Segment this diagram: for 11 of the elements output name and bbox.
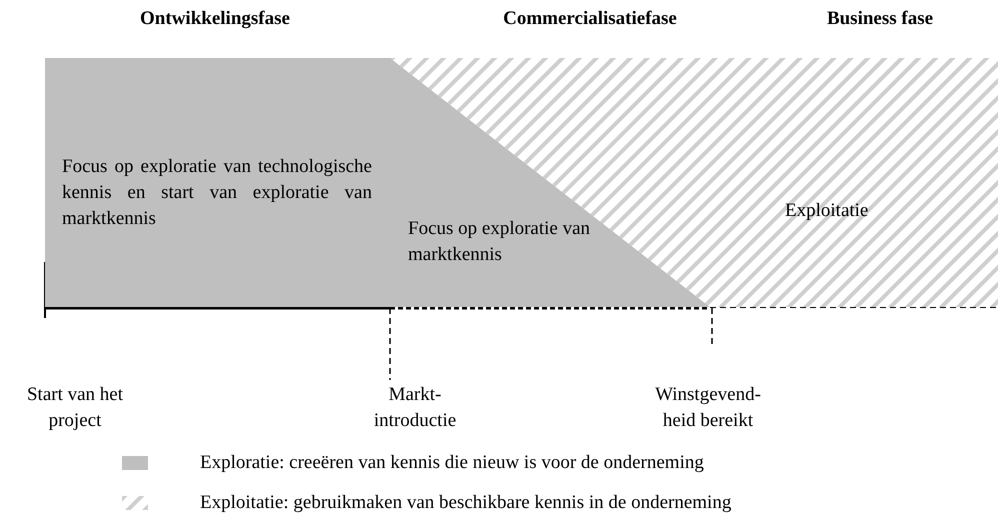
area-text: Focus op exploratie van marktkennis — [408, 217, 592, 267]
legend-text: Exploratie: creeëren van kennis die nieuw is voor de onderneming — [200, 451, 704, 475]
milestone-label: Markt- introductie — [372, 383, 458, 433]
legend-text: Exploitatie: gebruikmaken van beschikbare kennis in de onderneming — [200, 491, 732, 515]
milestone-label: Start van het project — [26, 383, 124, 433]
area-text: Focus op exploratie van technologische kennis en start van exploratie van marktkennis — [62, 155, 372, 231]
phase-heading: Ontwikkelingsfase — [139, 7, 291, 31]
milestone-label: Winstgevend- heid bereikt — [654, 383, 762, 433]
phase-heading: Commercialisatiefase — [502, 7, 678, 31]
area-text: Exploitatie — [785, 199, 870, 223]
phase-heading: Business fase — [826, 7, 934, 31]
